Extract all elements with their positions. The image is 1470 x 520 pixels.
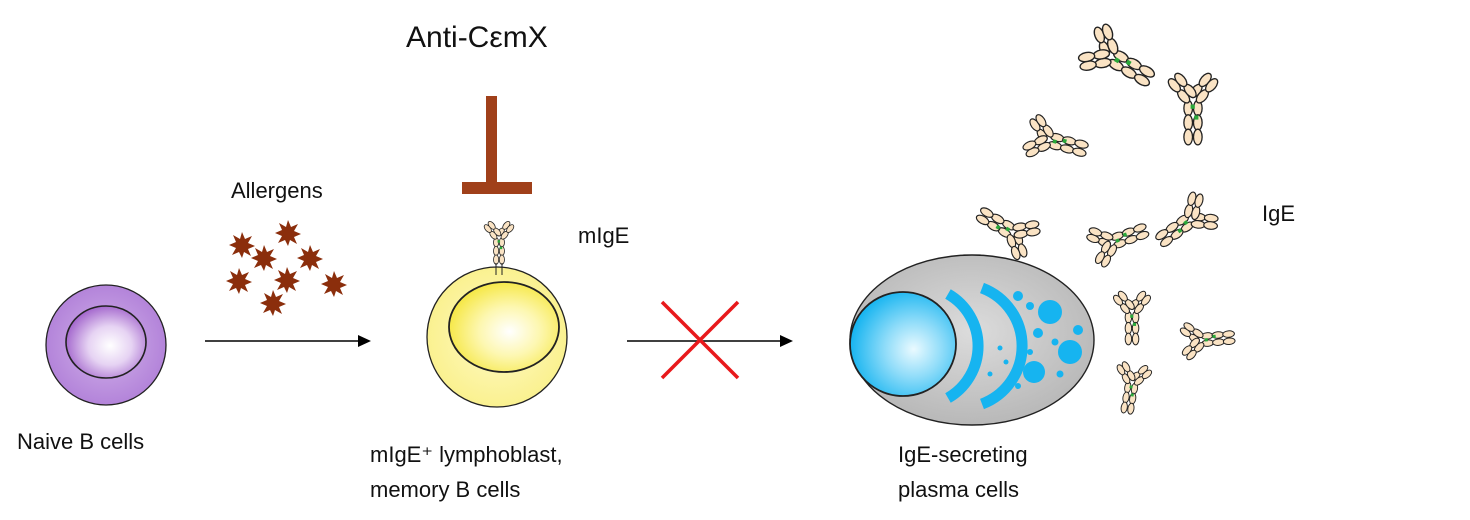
lymphoblast-label-line2: memory B cells (370, 477, 521, 502)
arrow-lymphoblast-to-plasma (627, 335, 793, 347)
naive-b-cell (45, 284, 167, 406)
lymphoblast-cell (426, 266, 568, 408)
ige-label: IgE (1262, 201, 1296, 226)
plasma-cell (849, 254, 1095, 426)
plasma-label-line1: IgE-secreting (898, 442, 1028, 467)
membrane-ige-antibody (482, 219, 516, 275)
allergen-stars (226, 220, 347, 316)
inhibitor-bar (462, 96, 532, 194)
migE-label: mIgE (578, 223, 630, 248)
allergens-label: Allergens (231, 178, 323, 203)
arrow-naive-to-lymphoblast (205, 335, 371, 347)
naive-b-cells-label: Naive B cells (17, 429, 145, 454)
lymphoblast-label-line1: mIgE⁺ lymphoblast, (370, 442, 563, 467)
plasma-label-line2: plasma cells (898, 477, 1020, 502)
block-cross (660, 300, 740, 380)
anti-cemx-label: Anti-CεmX (406, 21, 548, 54)
